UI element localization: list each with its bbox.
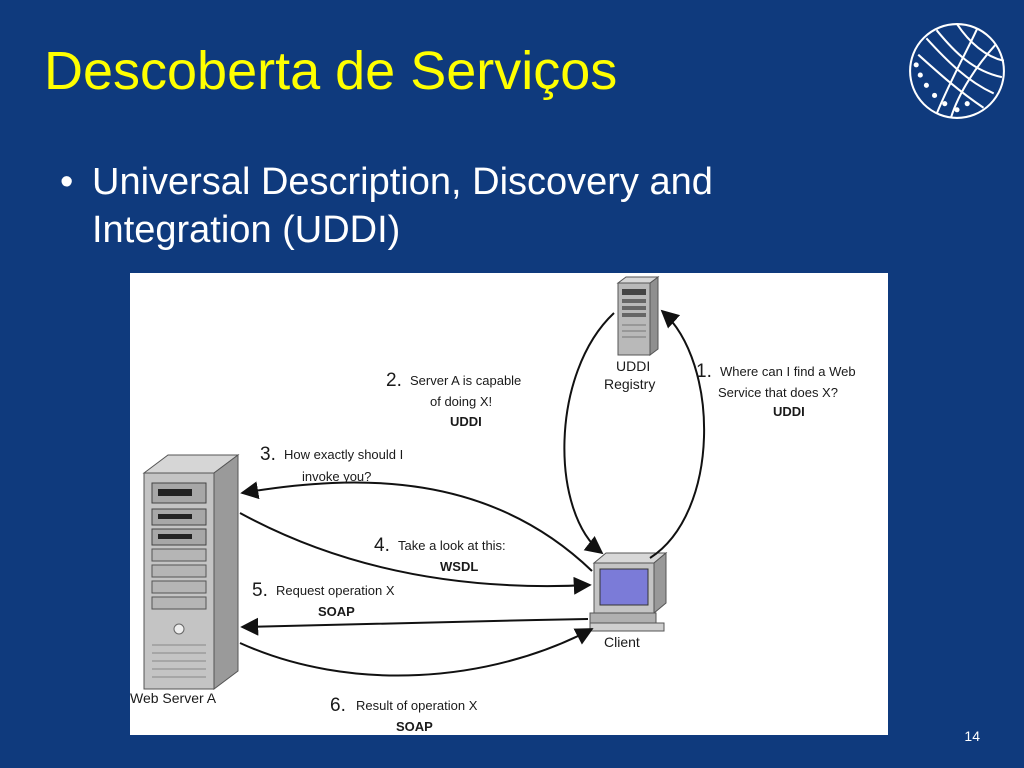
- step-3-line1: How exactly should I: [284, 447, 403, 462]
- step-2-line2: of doing X!: [430, 394, 492, 409]
- step-5-line1: Request operation X: [276, 583, 395, 598]
- step-1-line1: Where can I find a Web: [720, 364, 856, 379]
- arrow-step-2: [563, 312, 615, 555]
- bullet-text: Universal Description, Discovery and Int…: [92, 161, 713, 251]
- arrow-step-1: [649, 309, 705, 559]
- client-computer-icon: [589, 551, 668, 632]
- arrow-step-3: [240, 481, 593, 572]
- arrow-step-4: [239, 512, 592, 595]
- step-4-number: 4.: [374, 535, 390, 556]
- step-6-line1: Result of operation X: [356, 698, 478, 713]
- step-6-number: 6.: [330, 695, 346, 716]
- step-6-protocol: SOAP: [396, 719, 433, 734]
- step-1-number: 1.: [696, 361, 712, 382]
- web-server-icon: [142, 454, 240, 690]
- uddi-registry-server-icon: [616, 276, 660, 356]
- step-4-protocol: WSDL: [440, 559, 478, 574]
- client-label: Client: [604, 634, 640, 650]
- step-3-line2: invoke you?: [302, 469, 371, 484]
- step-3-number: 3.: [260, 444, 276, 465]
- slide-title: Descoberta de Serviços: [44, 41, 618, 101]
- step-5-number: 5.: [252, 580, 268, 601]
- step-2-line1: Server A is capable: [410, 373, 521, 388]
- page-number: 14: [964, 728, 980, 744]
- arrow-step-5: [240, 617, 589, 636]
- step-1-line2: Service that does X?: [718, 385, 838, 400]
- step-2-number: 2.: [386, 370, 402, 391]
- step-1-protocol: UDDI: [773, 404, 805, 419]
- registry-label-line2: Registry: [604, 376, 655, 392]
- uddi-diagram: UDDI Registry Web Server A: [130, 273, 888, 735]
- registry-label-line1: UDDI: [616, 358, 650, 374]
- step-5-protocol: SOAP: [318, 604, 355, 619]
- step-4-line1: Take a look at this:: [398, 538, 506, 553]
- step-2-protocol: UDDI: [450, 414, 482, 429]
- bullet-symbol: •: [60, 161, 74, 203]
- globe-logo-icon: [909, 23, 1005, 119]
- web-server-label: Web Server A: [130, 690, 217, 706]
- arrow-step-6: [239, 628, 594, 677]
